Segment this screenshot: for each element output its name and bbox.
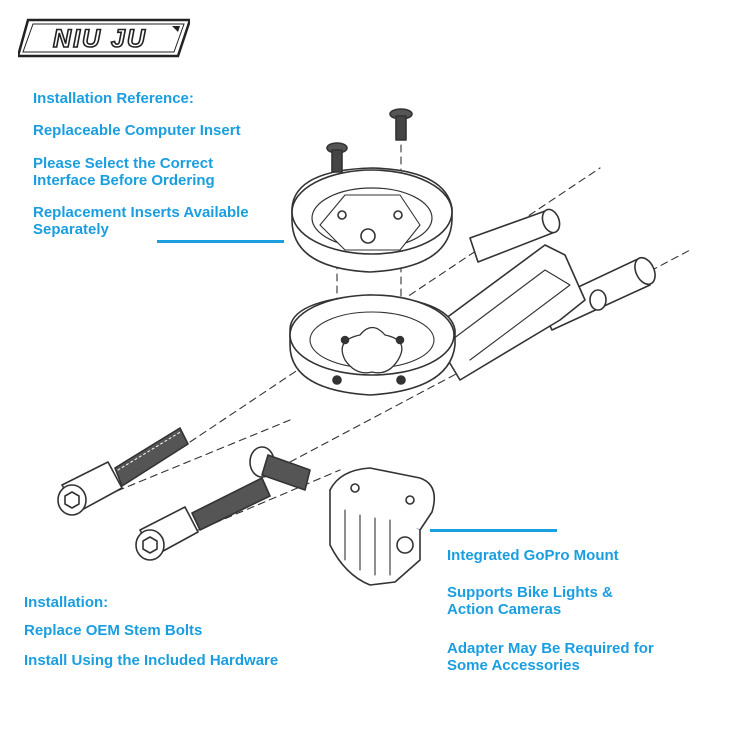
installation-heading: Installation:	[24, 594, 109, 611]
computer-insert	[291, 167, 453, 273]
short-bolt	[249, 446, 311, 491]
callout-line-gopro	[430, 529, 557, 532]
callout-line-insert	[157, 240, 284, 243]
replace-bolts-note: Replace OEM Stem Bolts	[24, 622, 203, 639]
mount-base	[289, 294, 456, 396]
insert-screws	[326, 108, 413, 173]
install-hardware-note: Install Using the Included Hardware	[24, 652, 279, 669]
installation-reference-heading: Installation Reference:	[33, 90, 194, 107]
select-interface-note: Please Select the Correct Interface Befo…	[33, 155, 215, 189]
brand-logo-text: NIU JU	[53, 25, 147, 53]
replaceable-insert-note: Replaceable Computer Insert	[33, 122, 241, 139]
replacement-inserts-note: Replacement Inserts Available Separately	[33, 204, 249, 238]
bike-lights-note: Supports Bike Lights & Action Cameras	[447, 584, 613, 618]
mount-arm	[429, 244, 586, 381]
stem-bolt-lower	[135, 477, 271, 561]
brand-logo: NIU JU	[18, 18, 190, 58]
gopro-mount	[329, 467, 436, 586]
stem-bolt-upper	[57, 427, 189, 516]
gopro-mount-note: Integrated GoPro Mount	[447, 547, 619, 564]
adapter-note: Adapter May Be Required for Some Accesso…	[447, 640, 654, 674]
